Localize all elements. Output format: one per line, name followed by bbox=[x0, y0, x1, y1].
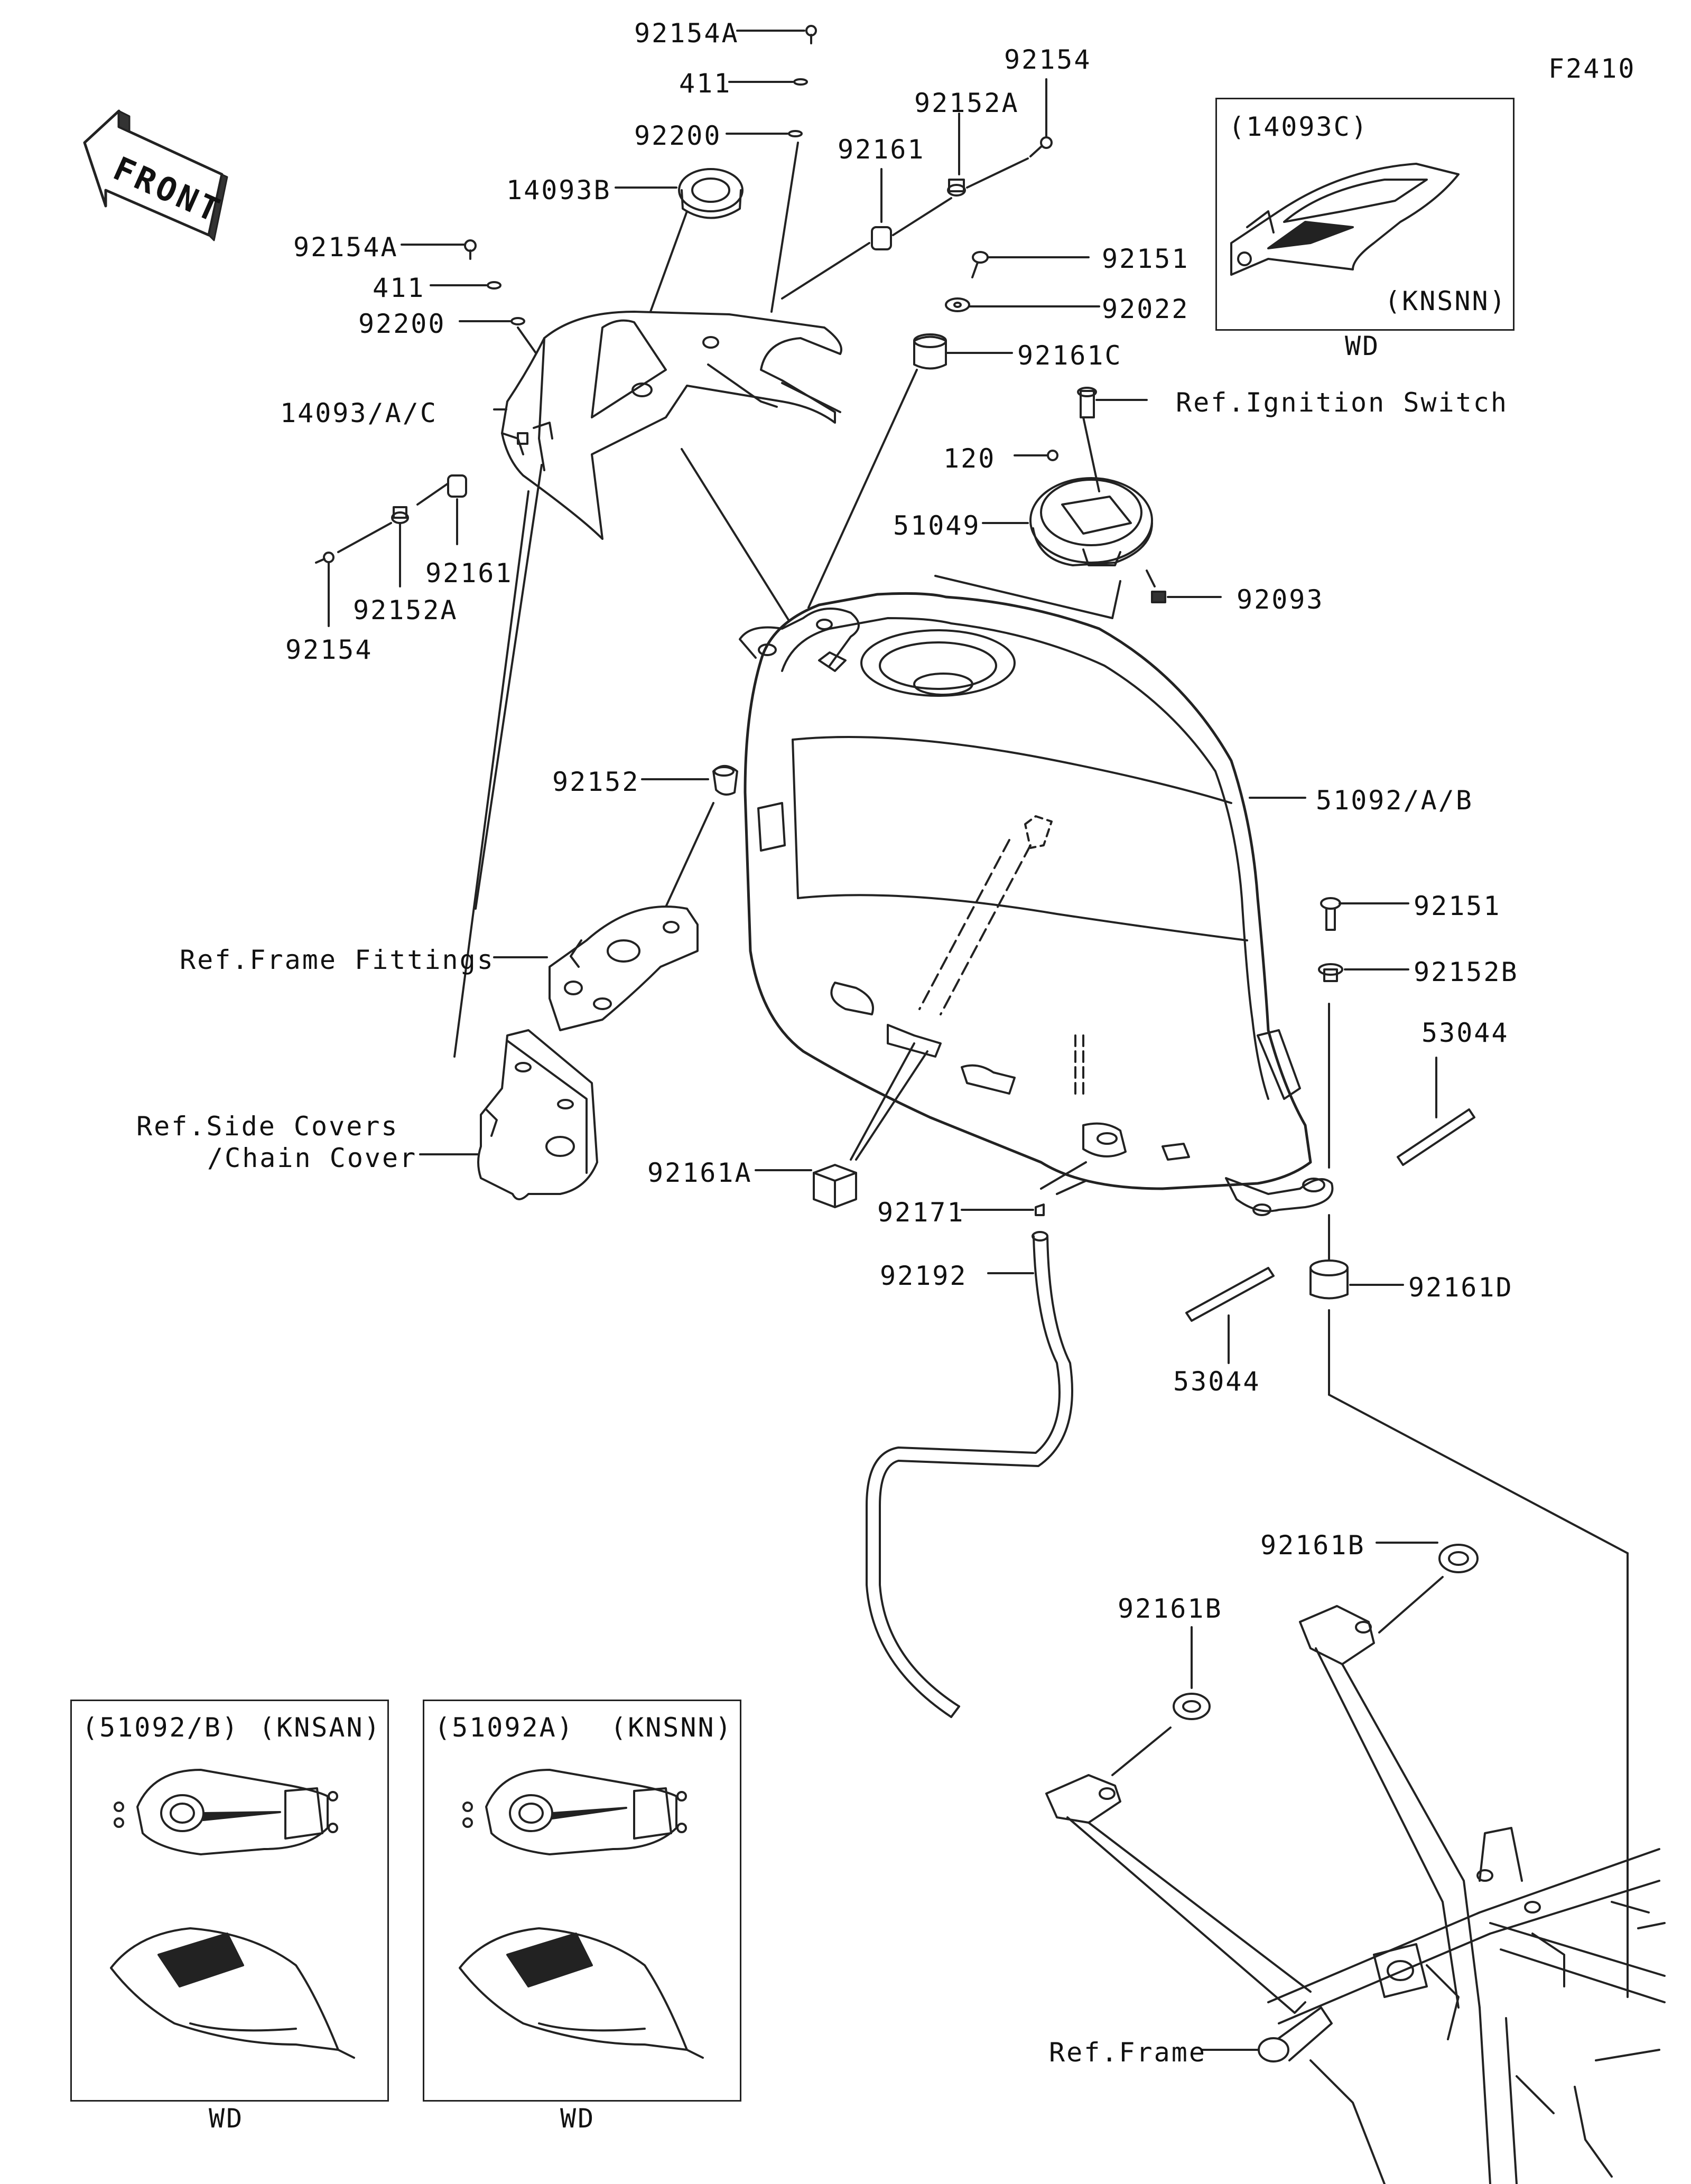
front-arrow-icon: FRONT bbox=[83, 109, 228, 241]
grommet-92161A bbox=[755, 1042, 928, 1208]
ref-ignition-switch[interactable]: Ref.Ignition Switch bbox=[1176, 387, 1508, 418]
part-label-411-top[interactable]: 411 bbox=[679, 68, 732, 99]
figure-code: F2410 bbox=[1548, 53, 1636, 84]
part-label-92022[interactable]: 92022 bbox=[1102, 294, 1190, 324]
part-label-92151-top[interactable]: 92151 bbox=[1102, 244, 1190, 274]
inset-14093c-title: (14093C) bbox=[1229, 111, 1369, 142]
part-label-92200-left[interactable]: 92200 bbox=[358, 309, 446, 339]
inset-14093c-code: (KNSNN) bbox=[1385, 286, 1507, 316]
part-label-51092ab[interactable]: 51092/A/B bbox=[1316, 785, 1473, 816]
inset-14093c-caption: WD bbox=[1345, 331, 1380, 361]
part-label-92152a-top[interactable]: 92152A bbox=[914, 88, 1019, 118]
part-label-92154a-left[interactable]: 92154A bbox=[293, 232, 398, 263]
part-label-92154-left[interactable]: 92154 bbox=[285, 634, 373, 665]
inset-51092b-title: (51092/B) bbox=[82, 1712, 239, 1743]
part-label-92161-top[interactable]: 92161 bbox=[838, 134, 925, 165]
inset-box-51092a bbox=[423, 1700, 741, 2102]
hardware-top-group bbox=[615, 25, 1100, 609]
inset-51092b-caption: WD bbox=[209, 2103, 244, 2134]
part-label-92161c[interactable]: 92161C bbox=[1017, 340, 1122, 371]
ref-frame-fittings[interactable]: Ref.Frame Fittings bbox=[180, 945, 495, 975]
side-cover-14093 bbox=[453, 311, 842, 1058]
part-label-92154-top[interactable]: 92154 bbox=[1004, 44, 1092, 75]
part-label-92171[interactable]: 92171 bbox=[877, 1197, 965, 1228]
mount-92152 bbox=[641, 765, 738, 931]
part-label-51049[interactable]: 51049 bbox=[893, 510, 981, 541]
part-label-92152a-left[interactable]: 92152A bbox=[353, 595, 458, 626]
part-label-92154a-top[interactable]: 92154A bbox=[634, 18, 739, 49]
frame-fittings-bracket bbox=[493, 906, 699, 1031]
part-label-92161a[interactable]: 92161A bbox=[647, 1158, 752, 1188]
rods-53044 bbox=[1185, 1057, 1475, 1364]
inset-51092a-code: (KNSNN) bbox=[610, 1712, 733, 1743]
part-label-92093[interactable]: 92093 bbox=[1237, 584, 1324, 615]
frame-assembly bbox=[1045, 1542, 1666, 2184]
breather-hose-92192 bbox=[866, 1161, 1087, 1718]
part-label-120[interactable]: 120 bbox=[943, 443, 996, 474]
part-label-53044-right[interactable]: 53044 bbox=[1421, 1018, 1509, 1048]
part-label-53044-mid[interactable]: 53044 bbox=[1173, 1366, 1261, 1397]
ref-chain-cover[interactable]: /Chain Cover bbox=[207, 1143, 417, 1173]
ref-frame[interactable]: Ref.Frame bbox=[1049, 2037, 1206, 2068]
inset-cover-14093c-drawing bbox=[1230, 163, 1460, 276]
right-mount-hardware bbox=[1309, 897, 1629, 1998]
part-label-14093ac[interactable]: 14093/A/C bbox=[280, 398, 438, 428]
part-label-92161-left[interactable]: 92161 bbox=[425, 558, 513, 589]
side-chain-cover bbox=[419, 1029, 598, 1200]
fuel-tank-51092 bbox=[739, 592, 1334, 1216]
part-label-92151-right[interactable]: 92151 bbox=[1414, 891, 1501, 921]
part-label-92161b-right[interactable]: 92161B bbox=[1260, 1530, 1365, 1561]
inset-51092a-caption: WD bbox=[560, 2103, 596, 2134]
inset-box-14093c bbox=[1215, 98, 1515, 331]
ignition-cover-51049 bbox=[934, 387, 1222, 619]
part-label-92161b-left[interactable]: 92161B bbox=[1118, 1593, 1223, 1624]
inset-51092b-code: (KNSAN) bbox=[259, 1712, 382, 1743]
part-label-92161d[interactable]: 92161D bbox=[1408, 1272, 1513, 1303]
part-label-411-left[interactable]: 411 bbox=[373, 273, 425, 303]
ref-side-covers[interactable]: Ref.Side Covers bbox=[136, 1111, 399, 1142]
part-label-92152b[interactable]: 92152B bbox=[1414, 957, 1519, 987]
part-label-14093b[interactable]: 14093B bbox=[506, 175, 611, 206]
part-label-92200-top[interactable]: 92200 bbox=[634, 120, 722, 151]
inset-tank-knsnn-drawing bbox=[459, 1769, 704, 2059]
part-label-92192[interactable]: 92192 bbox=[880, 1261, 968, 1291]
inset-box-51092b bbox=[70, 1700, 389, 2102]
inset-51092a-title: (51092A) bbox=[434, 1712, 574, 1743]
part-label-92152[interactable]: 92152 bbox=[552, 767, 640, 797]
inset-tank-knsan-drawing bbox=[110, 1769, 355, 2059]
